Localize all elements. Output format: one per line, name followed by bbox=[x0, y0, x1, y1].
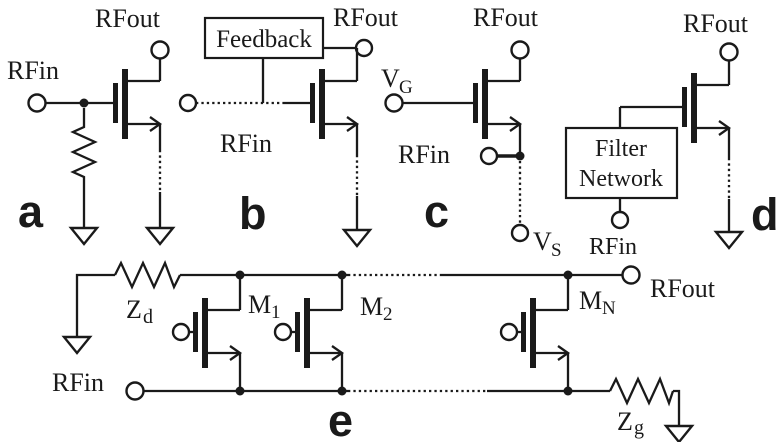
ground-symbol bbox=[62, 335, 92, 355]
rfout-terminal bbox=[621, 265, 641, 285]
rfin-label: RFin bbox=[7, 56, 59, 85]
filter-network-box bbox=[564, 126, 679, 200]
panel-c: V G RFout RFin V S c bbox=[381, 3, 562, 261]
junction-dot bbox=[563, 386, 573, 396]
zg-label-subscript: g bbox=[634, 417, 644, 439]
rfin-label: RFin bbox=[589, 234, 637, 260]
shunt-resistor bbox=[70, 108, 98, 228]
panel-a: RFout RFin a bbox=[7, 4, 175, 246]
panel-letter-b: b bbox=[239, 188, 267, 239]
rfin-terminal bbox=[178, 93, 198, 113]
rfout-label: RFout bbox=[683, 9, 749, 38]
mosfet bbox=[308, 67, 359, 141]
filter-box-label-line2: Network bbox=[579, 166, 663, 192]
zd-label-subscript: d bbox=[143, 306, 153, 328]
mosfet-m1 bbox=[173, 298, 240, 368]
rfin-terminal bbox=[125, 381, 145, 401]
rfout-terminal bbox=[510, 40, 530, 60]
mn-label: M bbox=[579, 286, 602, 315]
rfout-terminal bbox=[354, 38, 374, 58]
mn-label-subscript: N bbox=[602, 298, 616, 319]
zd-resistor bbox=[113, 260, 182, 290]
vg-label-subscript: G bbox=[399, 77, 413, 98]
m2-label-subscript: 2 bbox=[383, 304, 393, 325]
vg-terminal bbox=[384, 93, 404, 113]
mosfet bbox=[680, 71, 731, 145]
rfout-terminal bbox=[150, 40, 170, 60]
drain-line-termination-wire bbox=[75, 273, 115, 337]
rfin-terminal bbox=[27, 93, 47, 113]
mosfet bbox=[471, 67, 522, 141]
panel-letter-d: d bbox=[751, 189, 779, 240]
rfout-label: RFout bbox=[95, 4, 161, 33]
ground-symbol bbox=[145, 226, 175, 246]
rfin-terminal bbox=[610, 210, 630, 230]
zg-resistor bbox=[608, 376, 675, 407]
panel-b: Feedback RFout RFin b bbox=[178, 3, 399, 248]
panel-letter-e: e bbox=[328, 395, 353, 442]
junction-dot bbox=[235, 386, 245, 396]
zg-label: Z bbox=[617, 407, 633, 436]
mosfet-m2 bbox=[275, 298, 342, 368]
feedback-box-label: Feedback bbox=[216, 26, 312, 53]
panel-letter-c: c bbox=[424, 186, 449, 237]
rfin-label: RFin bbox=[220, 129, 272, 158]
zd-label: Z bbox=[126, 295, 142, 324]
rfout-label: RFout bbox=[473, 3, 539, 32]
mosfet-mn bbox=[501, 298, 568, 368]
panel-letter-a: a bbox=[18, 186, 44, 237]
vs-label: V bbox=[533, 227, 552, 256]
m1-label-subscript: 1 bbox=[271, 302, 281, 323]
vg-label: V bbox=[381, 64, 400, 93]
rfin-terminal bbox=[479, 146, 499, 166]
gate-line-termination-wire bbox=[673, 389, 681, 426]
vs-terminal bbox=[510, 223, 530, 243]
rfout-label: RFout bbox=[333, 3, 399, 32]
ground-symbol bbox=[69, 226, 99, 246]
junction-dot bbox=[79, 98, 89, 108]
m1-label: M bbox=[248, 290, 271, 319]
vs-label-subscript: S bbox=[551, 240, 562, 261]
junction-dot bbox=[337, 386, 347, 396]
rfout-terminal bbox=[719, 42, 739, 62]
ground-symbol bbox=[342, 228, 372, 248]
panel-d: RFout Filter Network RFin d bbox=[564, 9, 779, 260]
mosfet bbox=[111, 67, 162, 141]
m2-label: M bbox=[360, 292, 383, 321]
ground-symbol bbox=[664, 424, 694, 442]
rfin-label: RFin bbox=[52, 368, 104, 397]
panel-e: Z d RFout M 1 M 2 M N RFin Z bbox=[52, 260, 716, 442]
filter-box-label-line1: Filter bbox=[595, 136, 647, 162]
ground-symbol bbox=[714, 230, 744, 250]
rfin-label: RFin bbox=[398, 140, 450, 169]
rfout-label: RFout bbox=[650, 274, 716, 303]
